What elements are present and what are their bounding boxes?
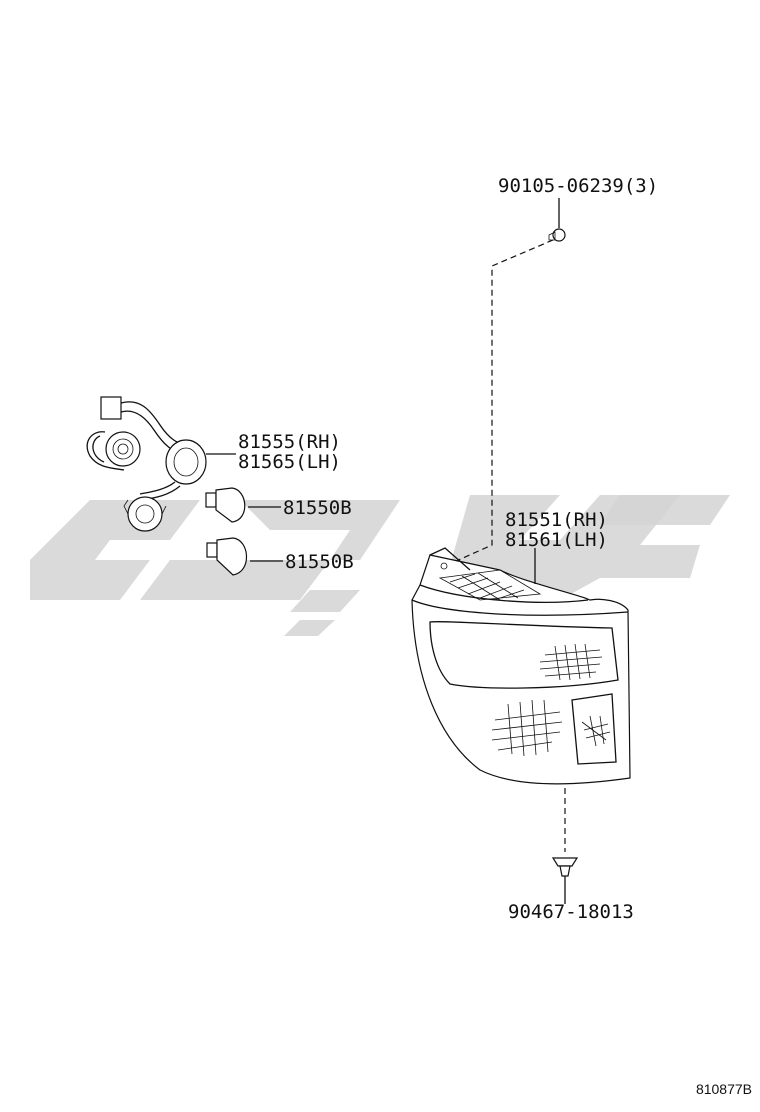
label-bulb-2: 81550B (285, 551, 354, 573)
screw-leader-dashed (444, 239, 554, 567)
diagram-code: 810877B (696, 1081, 752, 1097)
clip-bottom-part (551, 857, 579, 904)
label-lamp-rh: 81551(RH) (505, 509, 608, 531)
label-screw-top: 90105-06239(3) (498, 175, 658, 197)
label-socket-lh: 81565(LH) (238, 451, 341, 473)
label-socket-rh: 81555(RH) (238, 431, 341, 453)
label-bulb-1: 81550B (283, 497, 352, 519)
bulb-2-part (206, 537, 248, 576)
tail-lamp-part (411, 547, 631, 785)
screw-top-part (548, 198, 566, 242)
socket-harness-part (86, 396, 207, 532)
bulb-1-part (205, 487, 246, 523)
label-lamp-lh: 81561(LH) (505, 529, 608, 551)
label-clip-bottom: 90467-18013 (508, 901, 634, 923)
